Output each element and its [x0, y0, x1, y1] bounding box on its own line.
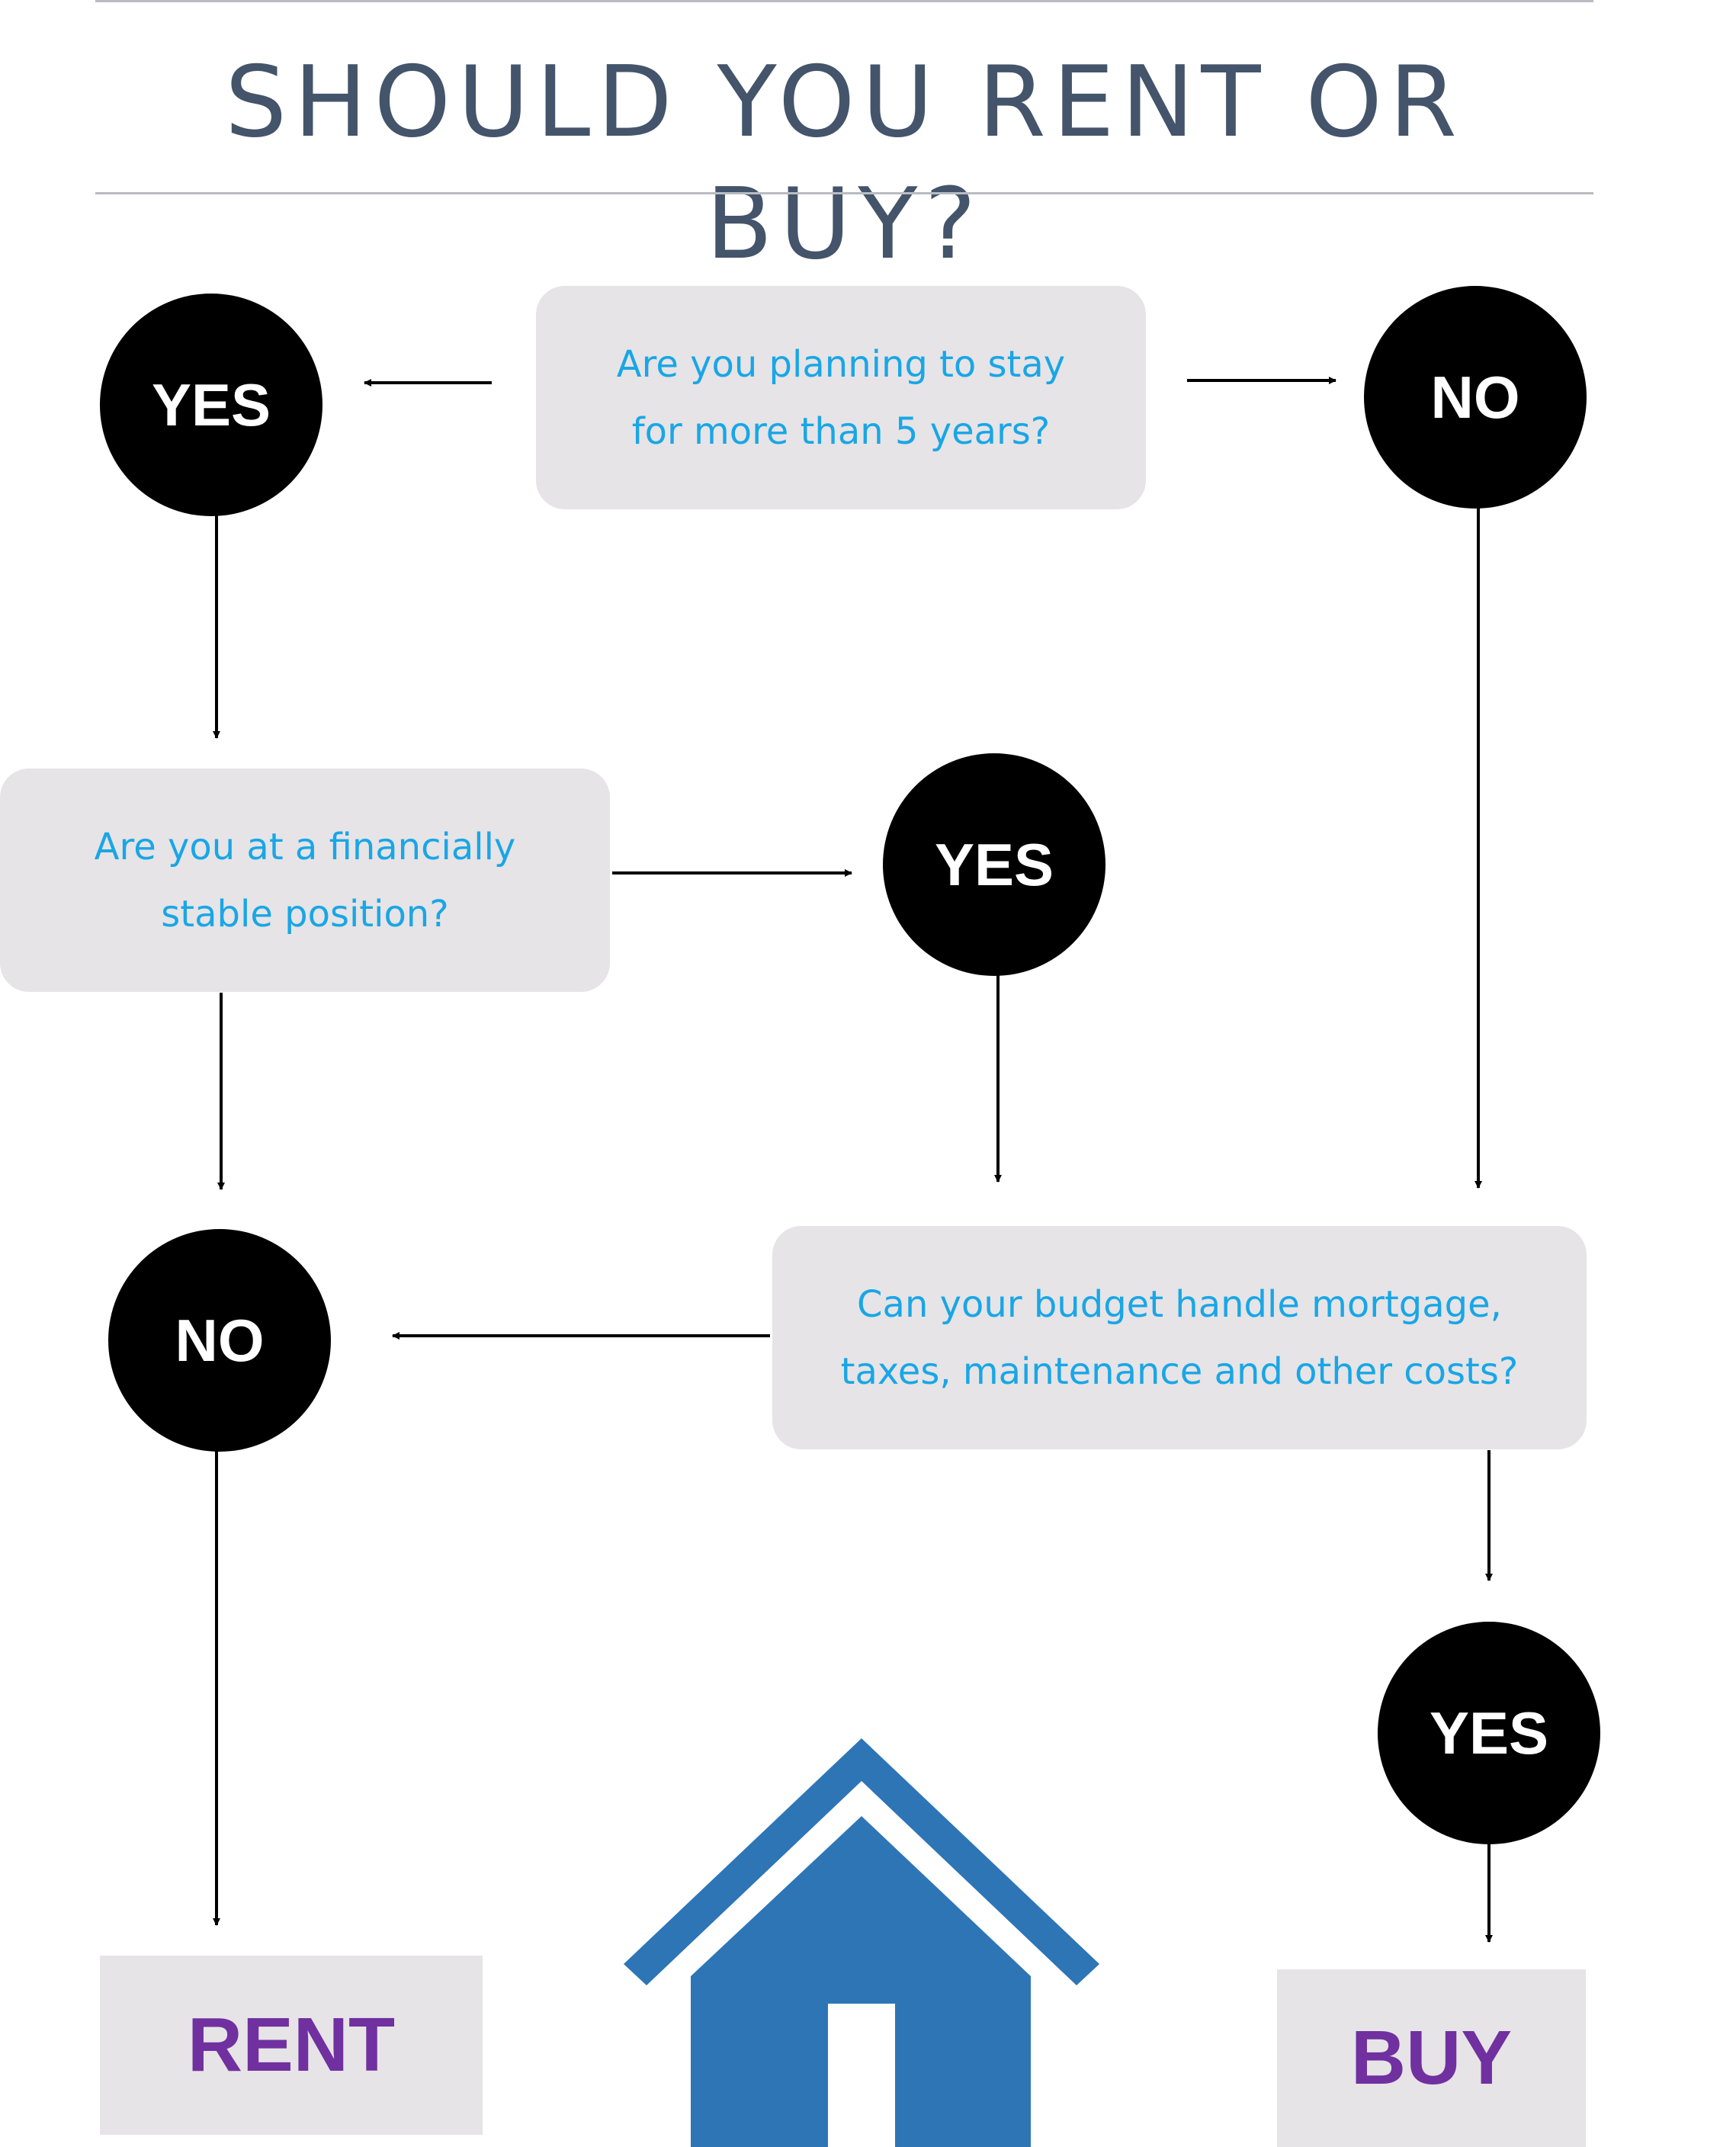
- question-budget: Can your budget handle mortgage, taxes, …: [772, 1226, 1587, 1449]
- page-title: SHOULD YOU RENT OR BUY?: [225, 46, 1464, 281]
- question-stay-duration: Are you planning to stay for more than 5…: [536, 286, 1146, 509]
- answer-stay-yes: YES: [100, 294, 322, 516]
- answer-stable-no: NO: [108, 1229, 331, 1452]
- question-stay-line-2: for more than 5 years?: [631, 409, 1051, 453]
- question-budget-line-2: taxes, maintenance and other costs?: [840, 1349, 1519, 1393]
- result-buy: BUY: [1277, 1969, 1586, 2147]
- result-rent: RENT: [100, 1956, 483, 2135]
- question-stay-line-1: Are you planning to stay: [616, 342, 1066, 386]
- answer-stable-yes: YES: [883, 753, 1105, 976]
- question-financial-stability: Are you at a financially stable position…: [0, 769, 610, 992]
- top-divider: [95, 0, 1593, 2]
- question-stable-line-1: Are you at a financially: [94, 825, 516, 868]
- house-icon: [624, 1738, 1099, 2147]
- question-budget-line-1: Can your budget handle mortgage,: [857, 1282, 1502, 1326]
- answer-stay-no: NO: [1364, 286, 1587, 509]
- question-stable-line-2: stable position?: [161, 892, 449, 936]
- answer-budget-yes: YES: [1378, 1622, 1600, 1844]
- title-divider: [95, 192, 1593, 194]
